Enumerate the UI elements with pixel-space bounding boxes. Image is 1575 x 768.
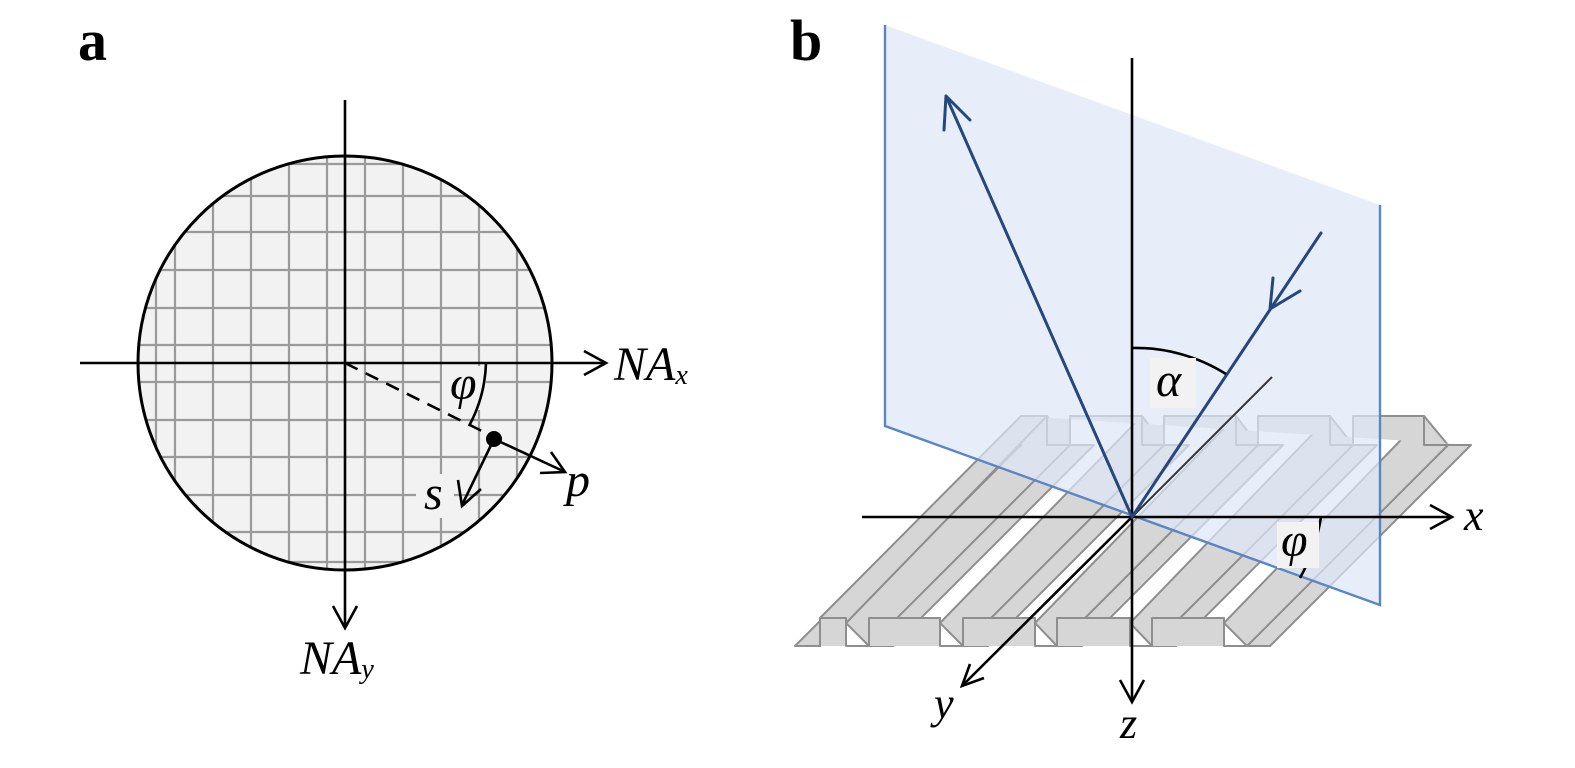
z-arrowhead xyxy=(1118,679,1146,705)
p-vector xyxy=(493,437,564,473)
alpha-label: α xyxy=(1156,354,1182,407)
reflected-beam-arrowhead xyxy=(942,94,972,132)
reflected-beam xyxy=(944,94,1134,519)
x-arrowhead xyxy=(1429,503,1455,531)
x-axis-label: x xyxy=(1463,491,1484,540)
p-arrowhead xyxy=(539,451,568,475)
na-y-label: NAy xyxy=(299,632,374,685)
y-axis-label: y xyxy=(930,679,954,728)
incident-projection xyxy=(1131,376,1273,518)
phi-angle-arc-a xyxy=(467,362,488,427)
s-vector xyxy=(461,438,496,504)
incident-beam xyxy=(1130,231,1323,519)
na-y-arrowhead xyxy=(331,605,359,631)
y-axis xyxy=(961,516,1133,687)
azimuth-dashed-line xyxy=(344,361,493,438)
panel-a: a xyxy=(78,8,688,685)
phi-label-b: φ xyxy=(1281,514,1308,567)
panel-b: b xyxy=(790,8,1484,748)
alpha-angle-arc xyxy=(1131,346,1227,376)
z-axis-label: z xyxy=(1119,699,1137,748)
panel-a-label: a xyxy=(78,8,107,73)
p-label: p xyxy=(563,454,590,507)
y-arrowhead xyxy=(959,663,985,689)
panel-b-label: b xyxy=(790,8,822,73)
na-x-label: NAx xyxy=(613,338,688,391)
alpha-label-bg xyxy=(1150,358,1196,408)
na-x-arrowhead xyxy=(583,349,609,377)
s-label: s xyxy=(424,467,443,520)
s-arrowhead xyxy=(456,479,482,509)
s-label-bg xyxy=(416,474,454,518)
phi-label-b-bg xyxy=(1277,522,1319,568)
incident-beam-arrowhead xyxy=(1268,276,1302,311)
phi-label-a: φ xyxy=(450,357,477,410)
